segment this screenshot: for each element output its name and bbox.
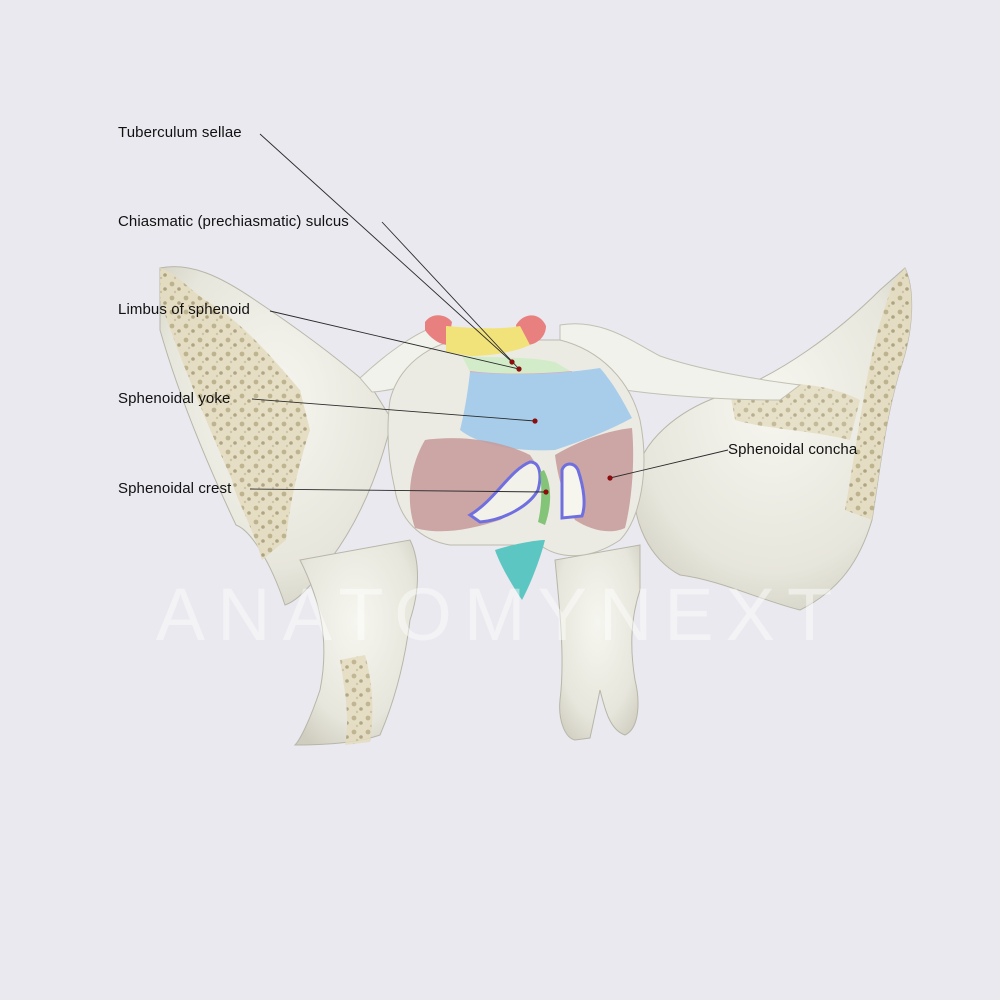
marker-yoke [532,418,538,424]
chiasmatic-sulcus-region [462,356,572,375]
marker-tuberculum [509,359,515,365]
watermark: ANATOMYNEXT [155,573,845,656]
marker-crest [543,489,549,495]
label-tuberculum-sellae: Tuberculum sellae [118,124,242,141]
left-wing-cancellous-edge [160,268,310,560]
left-clinoid-red [425,315,452,345]
right-wing-cancellous-edge [845,268,912,520]
marker-concha [607,475,613,481]
label-sphenoidal-concha: Sphenoidal concha [728,441,858,458]
marker-sulcus-limbus [516,366,522,372]
label-sphenoidal-crest: Sphenoidal crest [118,480,232,497]
right-pterygoid-process [554,544,641,741]
marker-dots [509,359,613,495]
sphenoidal-rostrum [495,540,545,600]
label-sphenoidal-yoke: Sphenoidal yoke [118,390,231,407]
right-sinus-opening-outline [560,462,586,520]
leader-lines [249,133,729,493]
label-chiasmatic-sulcus: Chiasmatic (prechiasmatic) sulcus [118,213,349,230]
sphenoidal-crest-region [538,470,551,525]
left-pterygoid-notch [340,655,373,745]
tuberculum-sellae-region [446,326,530,356]
sphenoidal-yoke-region [460,368,632,451]
label-limbus-of-sphenoid: Limbus of sphenoid [118,301,250,318]
